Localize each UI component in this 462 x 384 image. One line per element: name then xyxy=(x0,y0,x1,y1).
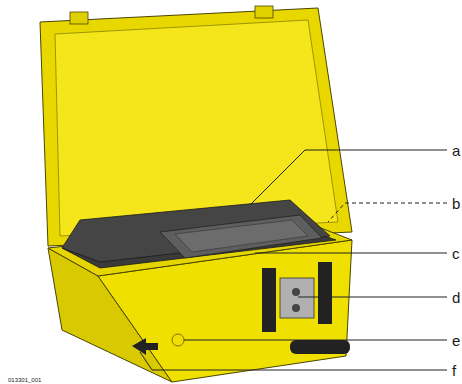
case-handle xyxy=(290,340,350,354)
leader-line xyxy=(298,297,447,298)
leader-line xyxy=(328,203,447,222)
insert-panel xyxy=(175,220,308,252)
connector-panel xyxy=(280,278,314,318)
leader-line xyxy=(140,352,447,370)
leader-line xyxy=(250,150,447,205)
leader-line xyxy=(255,253,447,254)
callout-letter: e xyxy=(452,333,460,348)
pressure-valve xyxy=(172,334,184,346)
instrument-insert xyxy=(160,215,322,258)
connector-socket xyxy=(292,288,300,296)
leader-line xyxy=(184,340,447,341)
callout-letter: f xyxy=(452,363,456,378)
connector-socket xyxy=(292,304,300,312)
callout-letter: b xyxy=(452,196,460,211)
arrow-symbol xyxy=(132,338,158,355)
callout-letter: d xyxy=(452,290,460,305)
callout-letter: a xyxy=(452,143,460,158)
lid-inner-face xyxy=(55,20,338,236)
lid-tab xyxy=(70,12,88,24)
figure-id: 013301_001 xyxy=(8,377,41,383)
callout-letter: c xyxy=(452,246,460,261)
lid-tab xyxy=(255,6,273,18)
latch xyxy=(318,262,332,324)
latch xyxy=(262,268,276,332)
